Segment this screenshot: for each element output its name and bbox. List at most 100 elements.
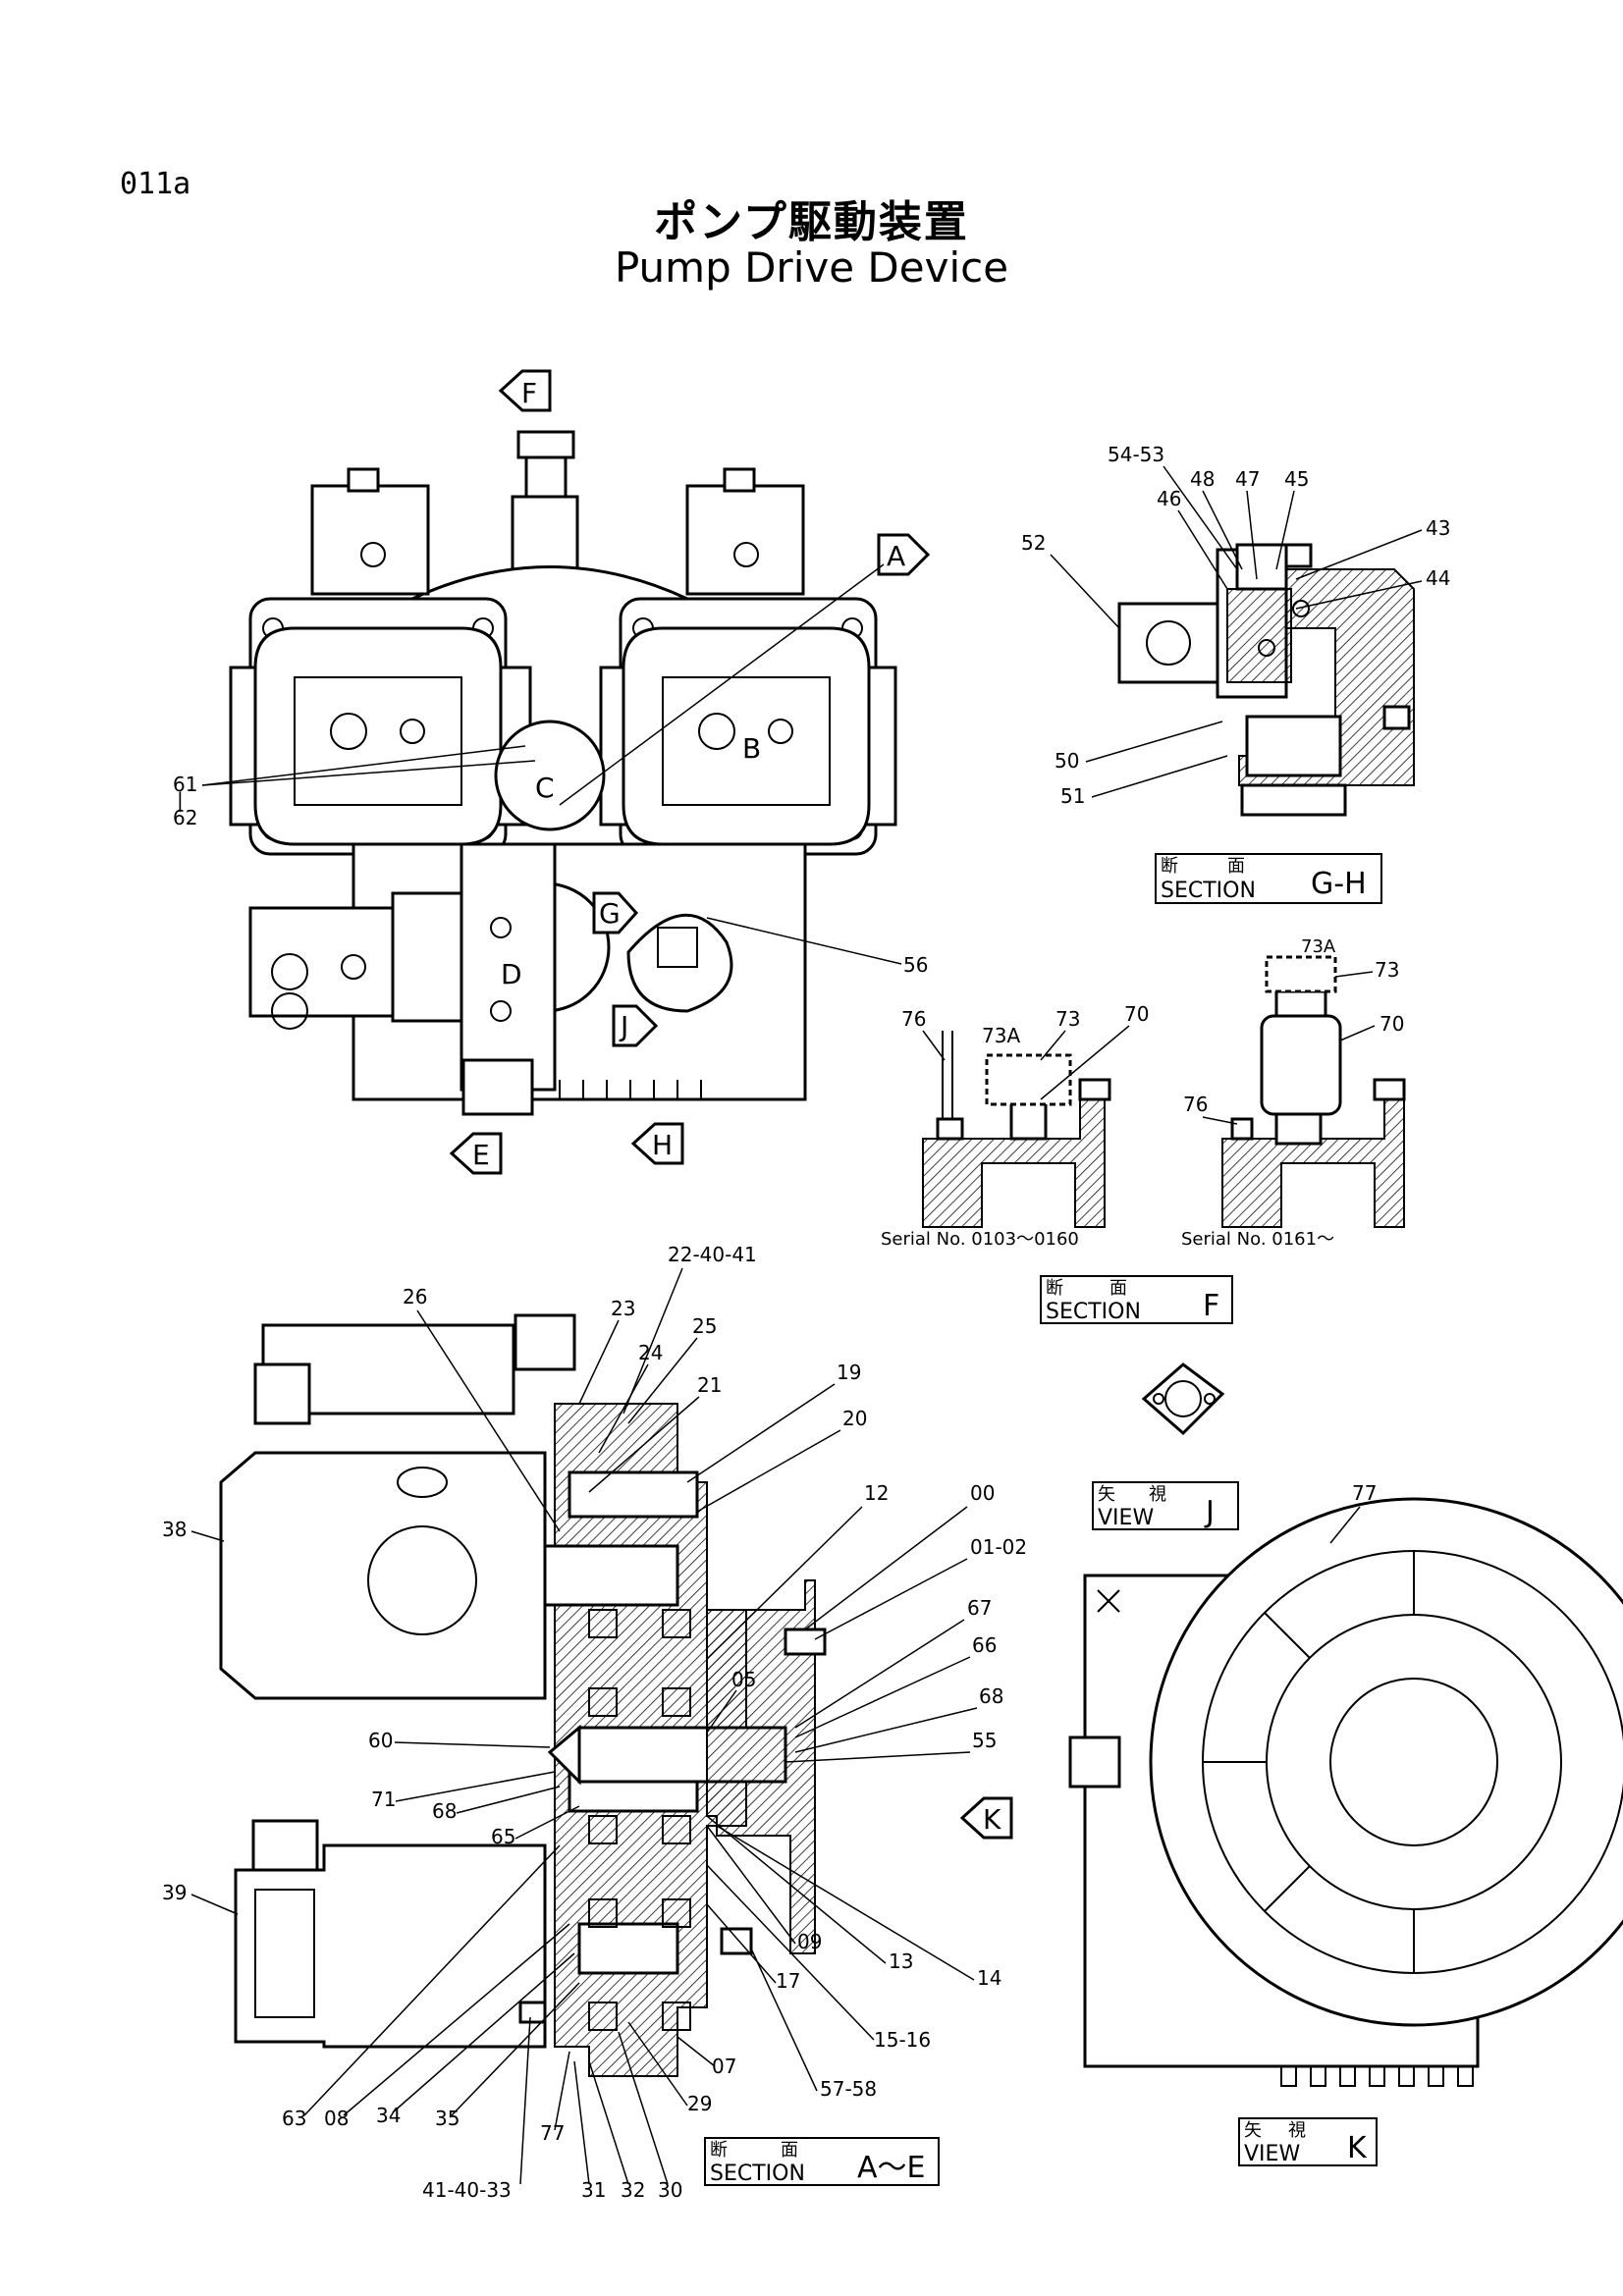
ae-label-26: 26 — [403, 1285, 427, 1308]
gh-label-45: 45 — [1284, 467, 1309, 491]
title-english: Pump Drive Device — [614, 243, 1009, 292]
f-right-label-76: 76 — [1183, 1093, 1208, 1116]
svg-text:VIEW: VIEW — [1244, 2142, 1300, 2166]
ae-label-34: 34 — [376, 2104, 401, 2127]
svg-text:視: 視 — [1288, 2120, 1306, 2141]
svg-text:断: 断 — [1161, 856, 1178, 877]
view-k-caption: 矢 視 VIEW K — [1238, 2117, 1378, 2166]
view-arrow-e: E — [449, 1132, 503, 1175]
ae-label-39: 39 — [162, 1881, 187, 1904]
label-62: 62 — [173, 806, 197, 829]
ae-label-32: 32 — [621, 2178, 645, 2202]
view-arrow-g: G — [592, 891, 639, 934]
gh-label-43: 43 — [1426, 516, 1450, 540]
gh-label-52: 52 — [1021, 531, 1046, 555]
svg-text:E: E — [472, 1139, 490, 1171]
ae-label-07: 07 — [712, 2055, 736, 2078]
svg-text:F: F — [1203, 1289, 1219, 1323]
svg-text:G-H: G-H — [1311, 867, 1367, 901]
svg-text:面: 面 — [1227, 856, 1245, 877]
label-61: 61 — [173, 773, 197, 796]
svg-text:断: 断 — [710, 2140, 728, 2161]
gh-label-46: 46 — [1157, 487, 1181, 510]
ae-label-14: 14 — [977, 1966, 1001, 1990]
view-k-drawing: 77 K — [959, 1481, 1623, 2087]
section-f-drawing: 76 73A 73 70 76 73A 73 70 Serial No. 010… — [881, 936, 1406, 1250]
svg-text:F: F — [521, 377, 537, 409]
serial-left: Serial No. 0103〜0160 — [881, 1229, 1079, 1250]
section-letter-d: D — [501, 958, 522, 990]
section-gh-drawing: 54-53 48 47 45 46 43 52 44 50 51 — [1021, 443, 1450, 817]
view-arrow-a: A — [877, 533, 931, 576]
label-56: 56 — [903, 953, 928, 977]
ae-label-22-40-41: 22-40-41 — [668, 1243, 757, 1266]
svg-text:K: K — [1347, 2131, 1368, 2165]
gh-label-47: 47 — [1235, 467, 1260, 491]
svg-text:矢: 矢 — [1098, 1484, 1115, 1505]
ae-label-01-02: 01-02 — [970, 1535, 1027, 1559]
ae-label-38: 38 — [162, 1518, 187, 1541]
svg-text:SECTION: SECTION — [1046, 1300, 1141, 1324]
ae-label-41-40-33: 41-40-33 — [422, 2178, 512, 2202]
svg-text:視: 視 — [1149, 1484, 1166, 1505]
f-right-label-73a: 73A — [1301, 936, 1336, 957]
gh-label-51: 51 — [1060, 784, 1085, 808]
view-k-fins — [1280, 2066, 1474, 2087]
svg-text:SECTION: SECTION — [710, 2162, 805, 2186]
section-ae-drawing — [219, 1313, 827, 2077]
section-ae-labels: 22-40-41 26 23 25 24 21 19 20 38 12 00 0… — [162, 1243, 1027, 2202]
view-k-label-77: 77 — [1352, 1481, 1377, 1505]
ae-label-63: 63 — [282, 2107, 306, 2130]
f-left-label-73: 73 — [1055, 1007, 1080, 1031]
top-view-drawing: F — [173, 369, 931, 1175]
section-ae-caption: 断 面 SECTION A〜E — [704, 2137, 940, 2186]
ae-label-13: 13 — [889, 1949, 913, 1973]
ae-label-25: 25 — [692, 1314, 717, 1338]
section-letter-b: B — [742, 732, 761, 765]
ae-label-23: 23 — [611, 1297, 635, 1320]
f-right-label-73: 73 — [1375, 958, 1399, 982]
page-code: 011a — [120, 167, 191, 201]
view-j-drawing — [1141, 1362, 1225, 1436]
label-separator: | — [177, 788, 184, 812]
svg-text:面: 面 — [1109, 1278, 1127, 1299]
ae-label-17: 17 — [776, 1969, 800, 1993]
view-j-caption: 矢 視 VIEW J — [1092, 1481, 1239, 1530]
svg-text:面: 面 — [781, 2140, 798, 2161]
svg-text:K: K — [983, 1803, 1001, 1836]
ae-label-09: 09 — [797, 1930, 822, 1953]
section-letter-c: C — [535, 772, 555, 804]
ae-label-71: 71 — [371, 1788, 396, 1811]
ae-label-65: 65 — [491, 1825, 515, 1848]
svg-text:矢: 矢 — [1244, 2120, 1262, 2141]
svg-text:断: 断 — [1046, 1278, 1063, 1299]
gh-label-54-53: 54-53 — [1108, 443, 1164, 466]
title-japanese: ポンプ駆動装置 — [654, 197, 969, 247]
serial-right: Serial No. 0161〜 — [1181, 1229, 1334, 1250]
ae-label-05: 05 — [731, 1668, 756, 1691]
ae-label-30: 30 — [658, 2178, 682, 2202]
svg-text:J: J — [1204, 1495, 1215, 1529]
f-right-label-70: 70 — [1380, 1012, 1404, 1036]
ae-label-12: 12 — [864, 1481, 889, 1505]
bearings — [588, 1609, 691, 2031]
cooling-fins — [559, 1080, 702, 1099]
ae-label-19: 19 — [837, 1361, 861, 1384]
f-left-label-73a: 73A — [982, 1024, 1020, 1047]
gh-label-50: 50 — [1055, 749, 1079, 773]
ae-label-20: 20 — [842, 1407, 867, 1430]
view-arrow-k: K — [959, 1796, 1013, 1840]
ae-label-77: 77 — [540, 2121, 565, 2145]
svg-text:J: J — [619, 1010, 628, 1042]
svg-text:G: G — [599, 897, 621, 930]
ae-label-60: 60 — [368, 1729, 393, 1752]
ae-label-00: 00 — [970, 1481, 995, 1505]
svg-text:SECTION: SECTION — [1161, 879, 1256, 903]
ae-label-24: 24 — [638, 1341, 663, 1364]
ae-label-31: 31 — [581, 2178, 606, 2202]
ae-label-67: 67 — [967, 1596, 992, 1620]
ae-label-66: 66 — [972, 1633, 997, 1657]
view-arrow-f: F — [498, 369, 552, 412]
view-arrow-h: H — [630, 1122, 684, 1165]
